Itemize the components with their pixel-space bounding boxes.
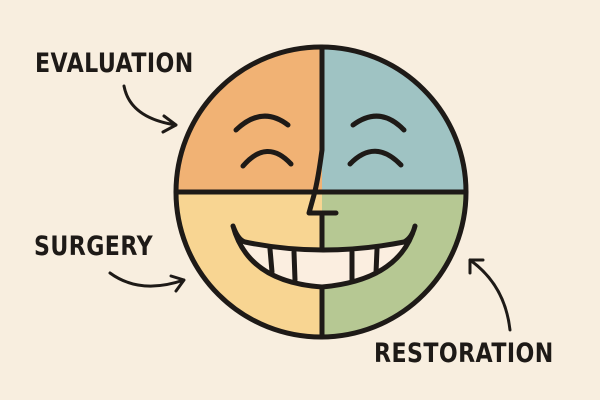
restoration-arrow-icon <box>468 258 512 332</box>
left-eye-icon <box>240 149 294 169</box>
tooth-divider <box>373 246 380 276</box>
left-eyebrow-icon <box>233 113 291 133</box>
evaluation-arrow-icon <box>122 84 178 134</box>
evaluation-label: EVALUATION <box>35 48 194 79</box>
right-eyebrow-icon <box>350 113 407 133</box>
tooth-divider <box>267 246 275 275</box>
restoration-label: RESTORATION <box>374 338 554 369</box>
surgery-label: SURGERY <box>34 231 154 262</box>
surgery-arrow-icon <box>108 271 186 293</box>
smile-mouth-icon <box>230 223 418 290</box>
tooth-divider <box>291 249 298 283</box>
top-right-quadrant <box>322 47 466 192</box>
right-eye-icon <box>347 148 404 168</box>
